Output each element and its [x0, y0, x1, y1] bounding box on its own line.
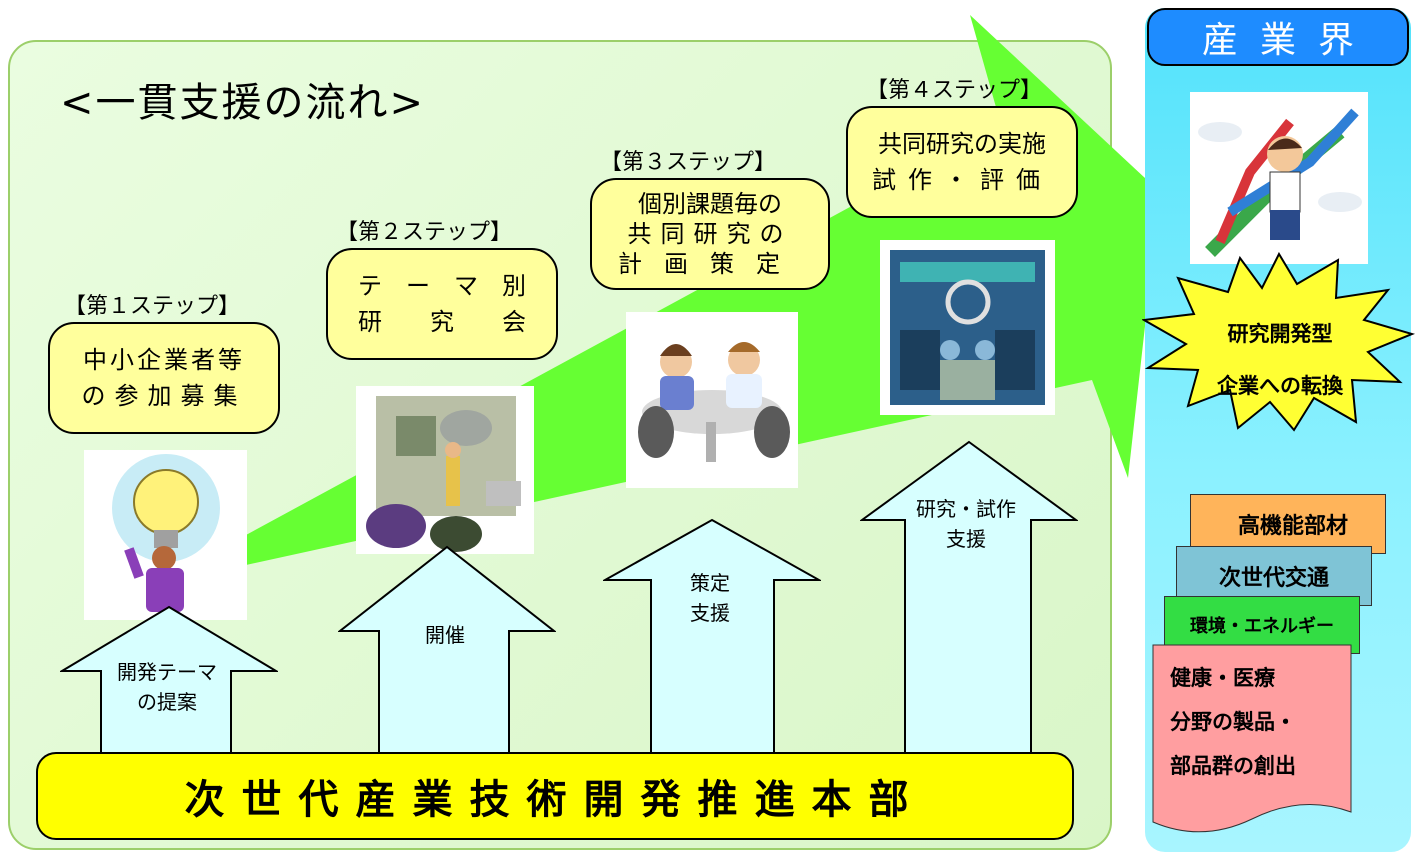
headquarters-label: 次世代産業技術開発推進本部: [184, 777, 926, 823]
step-1-bubble: 中小企業者等 の参加募集: [48, 322, 280, 434]
field-card-environment-energy: 環境・エネルギー: [1164, 596, 1360, 654]
step-3-bubble: 個別課題毎の 共同研究の 計画策定: [590, 178, 830, 290]
page-title: <一貫支援の流れ>: [60, 80, 426, 126]
study-group-illustration: [356, 386, 534, 554]
step-1-label: 【第１ステップ】: [64, 294, 241, 319]
support-arrow-2: [338, 545, 556, 755]
support-arrow-3: [603, 518, 821, 755]
burst-text: 研究開発型 企業への転換: [1217, 322, 1343, 398]
step-3-label: 【第３ステップ】: [600, 150, 777, 175]
research-lab-illustration: [880, 240, 1055, 415]
industry-header: 産業界: [1147, 8, 1409, 66]
support-arrow-4: [860, 440, 1078, 755]
support-arrow-1-label: 開発テーマ の提案: [117, 660, 217, 714]
support-arrow-4-label: 研究・試作 支援: [916, 497, 1016, 551]
success-person-illustration: [1190, 92, 1368, 264]
support-arrow-3-label: 策定 支援: [690, 571, 730, 625]
step-2-bubble: テ ー マ 別 研 究 会: [326, 248, 558, 360]
step-2-label: 【第２ステップ】: [336, 220, 513, 245]
step-4-label: 【第４ステップ】: [866, 78, 1043, 103]
support-arrow-2-label: 開催: [425, 623, 465, 647]
field-card-health-medical: 健康・医療 分野の製品・ 部品群の創出: [1170, 666, 1296, 778]
headquarters-bar: 次世代産業技術開発推進本部: [36, 752, 1074, 840]
idea-person-illustration: [84, 450, 247, 620]
meeting-illustration: [626, 312, 798, 488]
step-4-bubble: 共同研究の実施 試作・評価: [846, 106, 1078, 218]
field-card-high-function-materials: 高機能部材: [1190, 494, 1386, 554]
starburst: [1142, 252, 1416, 432]
field-card-health-medical-bg: [1152, 644, 1352, 833]
